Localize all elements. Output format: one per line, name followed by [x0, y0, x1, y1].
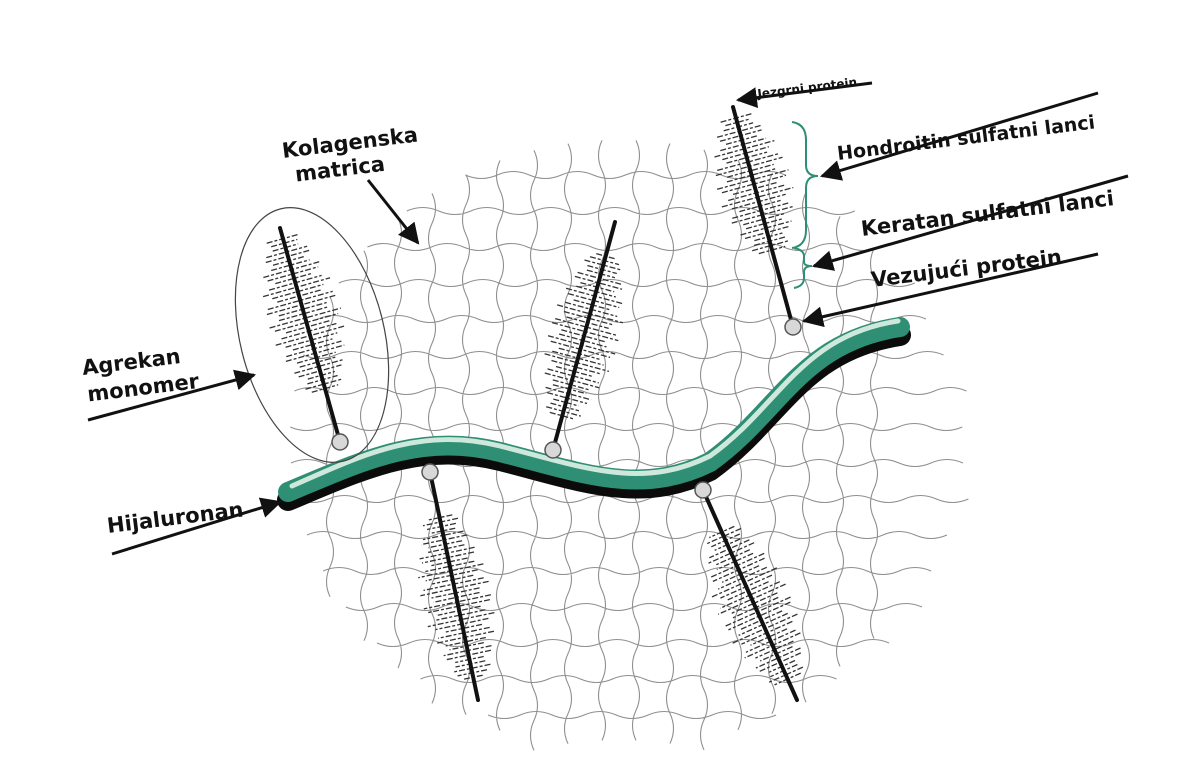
- hijaluronan-label: Hijaluronan: [106, 497, 245, 538]
- core-protein: [731, 105, 795, 329]
- link-protein-bead: [331, 433, 349, 451]
- aggrecan-monomers: [262, 105, 804, 702]
- link-protein-bead: [784, 318, 802, 336]
- monomer-center-down: [418, 463, 495, 702]
- keratan-arrow: [811, 174, 1129, 271]
- hondroitin-brace: [791, 121, 819, 249]
- jezgrni-label: Jezgrni protein: [756, 75, 858, 101]
- core-protein: [551, 220, 617, 452]
- monomer-right-down: [694, 481, 804, 702]
- jezgrni-arrow: [735, 81, 873, 109]
- hondroitin-label: Hondroitin sulfatni lanci: [836, 111, 1096, 164]
- kolagenska-label: Kolagenska matrica: [281, 122, 430, 188]
- hyaluronan-strand: [278, 317, 910, 502]
- core-protein: [278, 226, 342, 444]
- link-protein-bead: [421, 463, 439, 481]
- monomer-top-right: [714, 105, 802, 336]
- agrekan-label: Agrekan monomer: [81, 342, 201, 407]
- hondroitin-arrow: [819, 91, 1099, 181]
- link-protein-bead: [694, 481, 712, 499]
- label-arrows: [87, 81, 1129, 556]
- hyaluronan-highlight: [289, 318, 901, 489]
- hijaluronan-arrow: [111, 497, 283, 556]
- monomer-center-up: [544, 220, 624, 459]
- monomer-left: [262, 226, 349, 451]
- keratan-label: Keratan sulfatni lanci: [860, 186, 1116, 241]
- agrekan-arrow: [87, 369, 257, 422]
- link-protein-bead: [544, 441, 562, 459]
- kolagenska-arrow: [366, 179, 420, 245]
- core-protein: [428, 470, 480, 702]
- core-protein: [701, 488, 799, 702]
- vezujuci-arrow: [801, 252, 1099, 328]
- agrekan-monomer-outline: [234, 207, 390, 463]
